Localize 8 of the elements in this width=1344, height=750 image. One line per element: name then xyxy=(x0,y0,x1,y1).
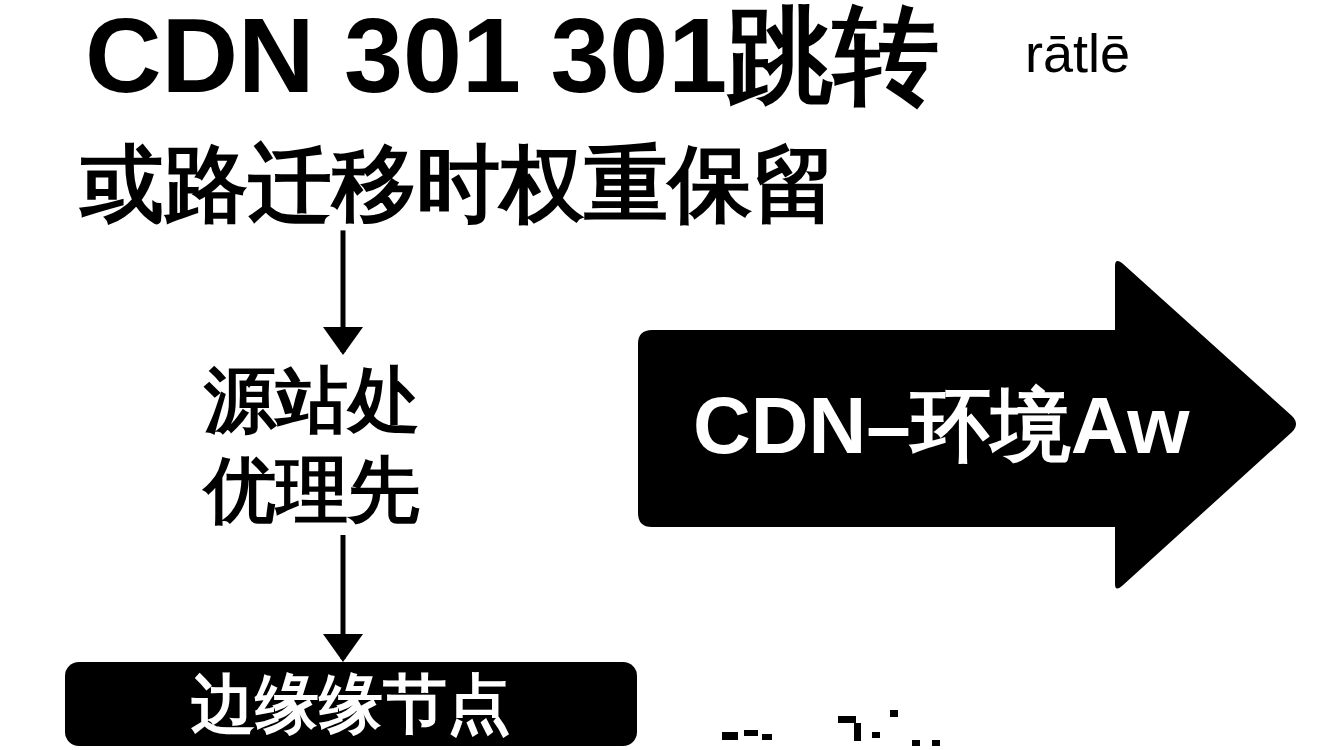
box-label: 边缘缘节点 xyxy=(191,672,511,736)
arrow xyxy=(323,230,363,355)
process-box xyxy=(65,662,637,746)
step-text: 源站处优理先 xyxy=(204,355,426,535)
title: CDN 301 301跳转 xyxy=(85,2,940,108)
subtitle-text: 或路迁移时权重保留 xyxy=(80,138,836,231)
label-text: rātlē xyxy=(1025,22,1131,85)
arrow xyxy=(323,535,363,662)
